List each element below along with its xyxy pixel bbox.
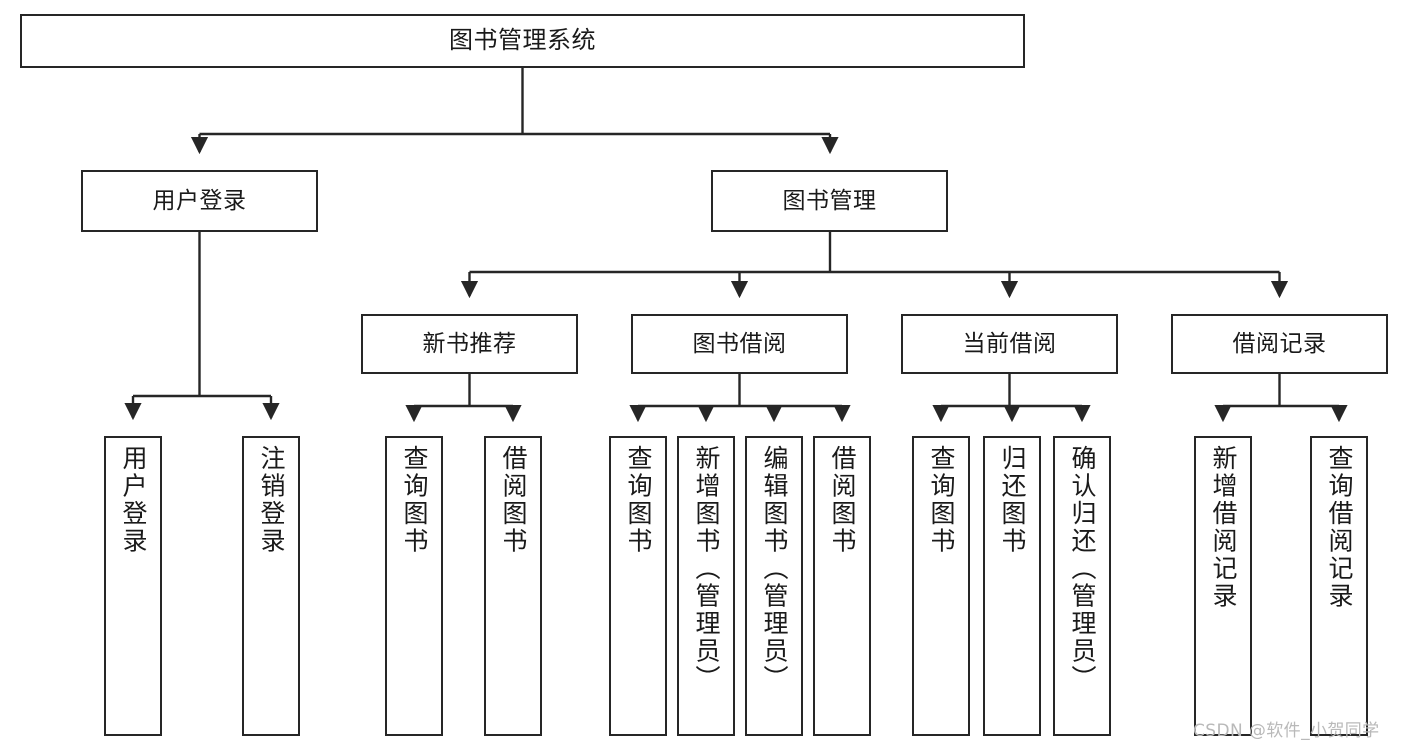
node-leaf-add-book[interactable]: 新增图书（管理员） — [677, 436, 735, 736]
node-leaf-add-book-label: 新增图书（管理员） — [692, 445, 721, 693]
node-leaf-return-book-label: 归还图书 — [998, 445, 1027, 555]
node-leaf-query-record-label: 查询借阅记录 — [1325, 445, 1354, 610]
node-leaf-query-book-3[interactable]: 查询图书 — [912, 436, 970, 736]
node-borrow-record-label: 借阅记录 — [1232, 330, 1327, 357]
node-leaf-query-book-3-label: 查询图书 — [927, 445, 956, 555]
node-new-book-rec[interactable]: 新书推荐 — [361, 314, 578, 374]
node-book-manage-label: 图书管理 — [782, 187, 877, 214]
node-user-login[interactable]: 用户登录 — [81, 170, 318, 232]
node-leaf-query-book-2-label: 查询图书 — [624, 445, 653, 555]
node-leaf-borrow-book-2[interactable]: 借阅图书 — [813, 436, 871, 736]
node-leaf-borrow-book-2-label: 借阅图书 — [828, 445, 857, 555]
node-leaf-confirm-return-label: 确认归还（管理员） — [1068, 445, 1097, 693]
node-leaf-logout[interactable]: 注销登录 — [242, 436, 300, 736]
node-current-borrow-label: 当前借阅 — [962, 330, 1057, 357]
node-leaf-add-record-label: 新增借阅记录 — [1209, 445, 1238, 610]
node-leaf-add-record[interactable]: 新增借阅记录 — [1194, 436, 1252, 736]
node-book-borrow[interactable]: 图书借阅 — [631, 314, 848, 374]
node-current-borrow[interactable]: 当前借阅 — [901, 314, 1118, 374]
node-leaf-logout-label: 注销登录 — [257, 445, 286, 555]
node-leaf-query-book-1[interactable]: 查询图书 — [385, 436, 443, 736]
node-leaf-edit-book[interactable]: 编辑图书（管理员） — [745, 436, 803, 736]
node-borrow-record[interactable]: 借阅记录 — [1171, 314, 1388, 374]
node-user-login-label: 用户登录 — [152, 187, 247, 214]
node-leaf-query-record[interactable]: 查询借阅记录 — [1310, 436, 1368, 736]
node-root[interactable]: 图书管理系统 — [20, 14, 1025, 68]
node-leaf-confirm-return[interactable]: 确认归还（管理员） — [1053, 436, 1111, 736]
node-leaf-edit-book-label: 编辑图书（管理员） — [760, 445, 789, 693]
node-leaf-query-book-2[interactable]: 查询图书 — [609, 436, 667, 736]
node-book-borrow-label: 图书借阅 — [692, 330, 787, 357]
node-root-label: 图书管理系统 — [449, 26, 596, 55]
node-leaf-user-login-label: 用户登录 — [119, 445, 148, 555]
node-leaf-borrow-book-1-label: 借阅图书 — [499, 445, 528, 555]
node-leaf-query-book-1-label: 查询图书 — [400, 445, 429, 555]
node-leaf-return-book[interactable]: 归还图书 — [983, 436, 1041, 736]
node-book-manage[interactable]: 图书管理 — [711, 170, 948, 232]
node-leaf-user-login[interactable]: 用户登录 — [104, 436, 162, 736]
csdn-watermark: CSDN @软件_小贺同学 — [1193, 721, 1380, 741]
node-leaf-borrow-book-1[interactable]: 借阅图书 — [484, 436, 542, 736]
node-new-book-rec-label: 新书推荐 — [422, 330, 517, 357]
